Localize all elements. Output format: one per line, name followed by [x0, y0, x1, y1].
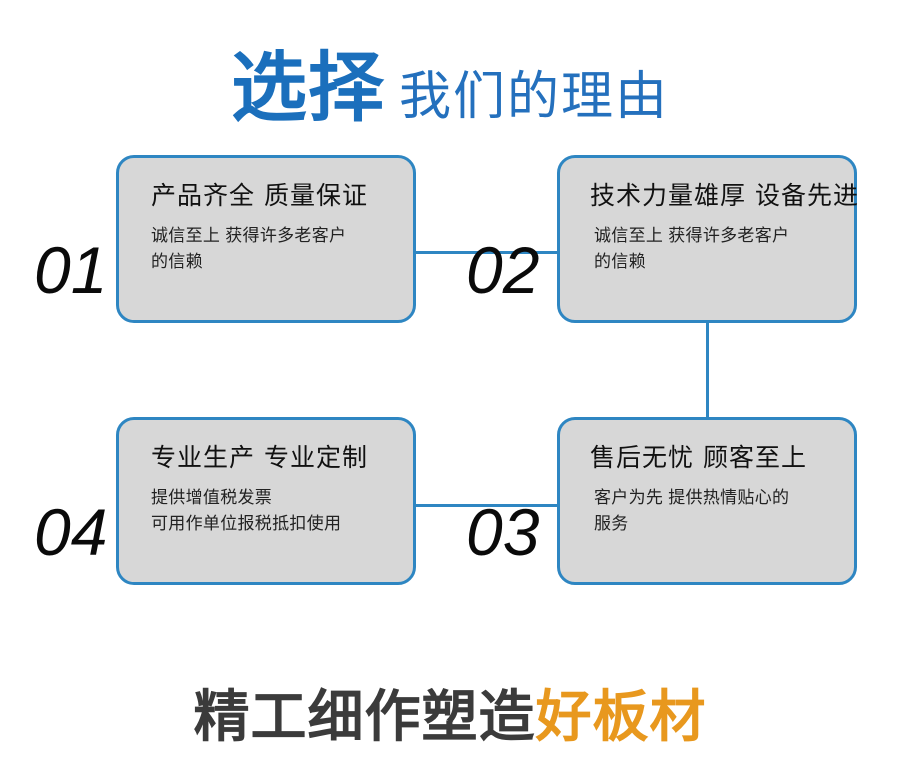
feature-card-04-body: 提供增值税发票 可用作单位报税抵扣使用	[141, 485, 395, 536]
feature-card-03-title: 售后无忧 顾客至上	[590, 443, 807, 472]
feature-card-02: 技术力量雄厚 设备先进 诚信至上 获得许多老客户 的信赖	[557, 155, 859, 323]
feature-card-01-body: 诚信至上 获得许多老客户 的信赖	[141, 223, 395, 274]
feature-card-02-body-line2: 的信赖	[594, 251, 646, 271]
step-number-04: 04	[34, 495, 108, 569]
footer-slogan-accent: 好板材	[535, 685, 707, 750]
footer-slogan: 精工细作塑造好板材	[0, 672, 900, 753]
feature-card-03-body-line1: 客户为先 提供热情贴心的	[594, 488, 790, 508]
connector-line-04-to-03	[414, 504, 560, 507]
feature-card-02-title: 技术力量雄厚 设备先进	[590, 181, 859, 210]
page-title: 选择我们的理由	[0, 26, 900, 136]
feature-card-04-title: 专业生产 专业定制	[151, 443, 368, 472]
feature-card-01: 产品齐全 质量保证 诚信至上 获得许多老客户 的信赖	[116, 155, 416, 323]
feature-card-02-body-line1: 诚信至上 获得许多老客户	[594, 226, 790, 246]
step-number-03: 03	[466, 495, 540, 569]
feature-card-01-title: 产品齐全 质量保证	[151, 181, 368, 210]
feature-card-01-body-line2: 的信赖	[151, 251, 203, 271]
feature-card-01-body-line1: 诚信至上 获得许多老客户	[151, 226, 347, 246]
connector-line-01-to-02	[414, 251, 560, 254]
step-number-01: 01	[34, 233, 108, 307]
feature-card-04: 专业生产 专业定制 提供增值税发票 可用作单位报税抵扣使用	[116, 417, 416, 585]
step-number-02: 02	[466, 233, 540, 307]
feature-card-03: 售后无忧 顾客至上 客户为先 提供热情贴心的 服务	[557, 417, 857, 585]
feature-card-03-body: 客户为先 提供热情贴心的 服务	[582, 485, 836, 536]
feature-card-04-body-line1: 提供增值税发票	[151, 488, 273, 508]
feature-card-02-body: 诚信至上 获得许多老客户 的信赖	[582, 223, 836, 274]
feature-card-03-body-line2: 服务	[594, 513, 629, 533]
page-title-subtext: 我们的理由	[398, 68, 669, 126]
page-title-highlight: 选择	[230, 43, 385, 132]
footer-slogan-dark: 精工细作塑造	[193, 685, 536, 750]
feature-card-04-body-line2: 可用作单位报税抵扣使用	[151, 513, 342, 533]
connector-line-02-to-03	[706, 322, 709, 418]
